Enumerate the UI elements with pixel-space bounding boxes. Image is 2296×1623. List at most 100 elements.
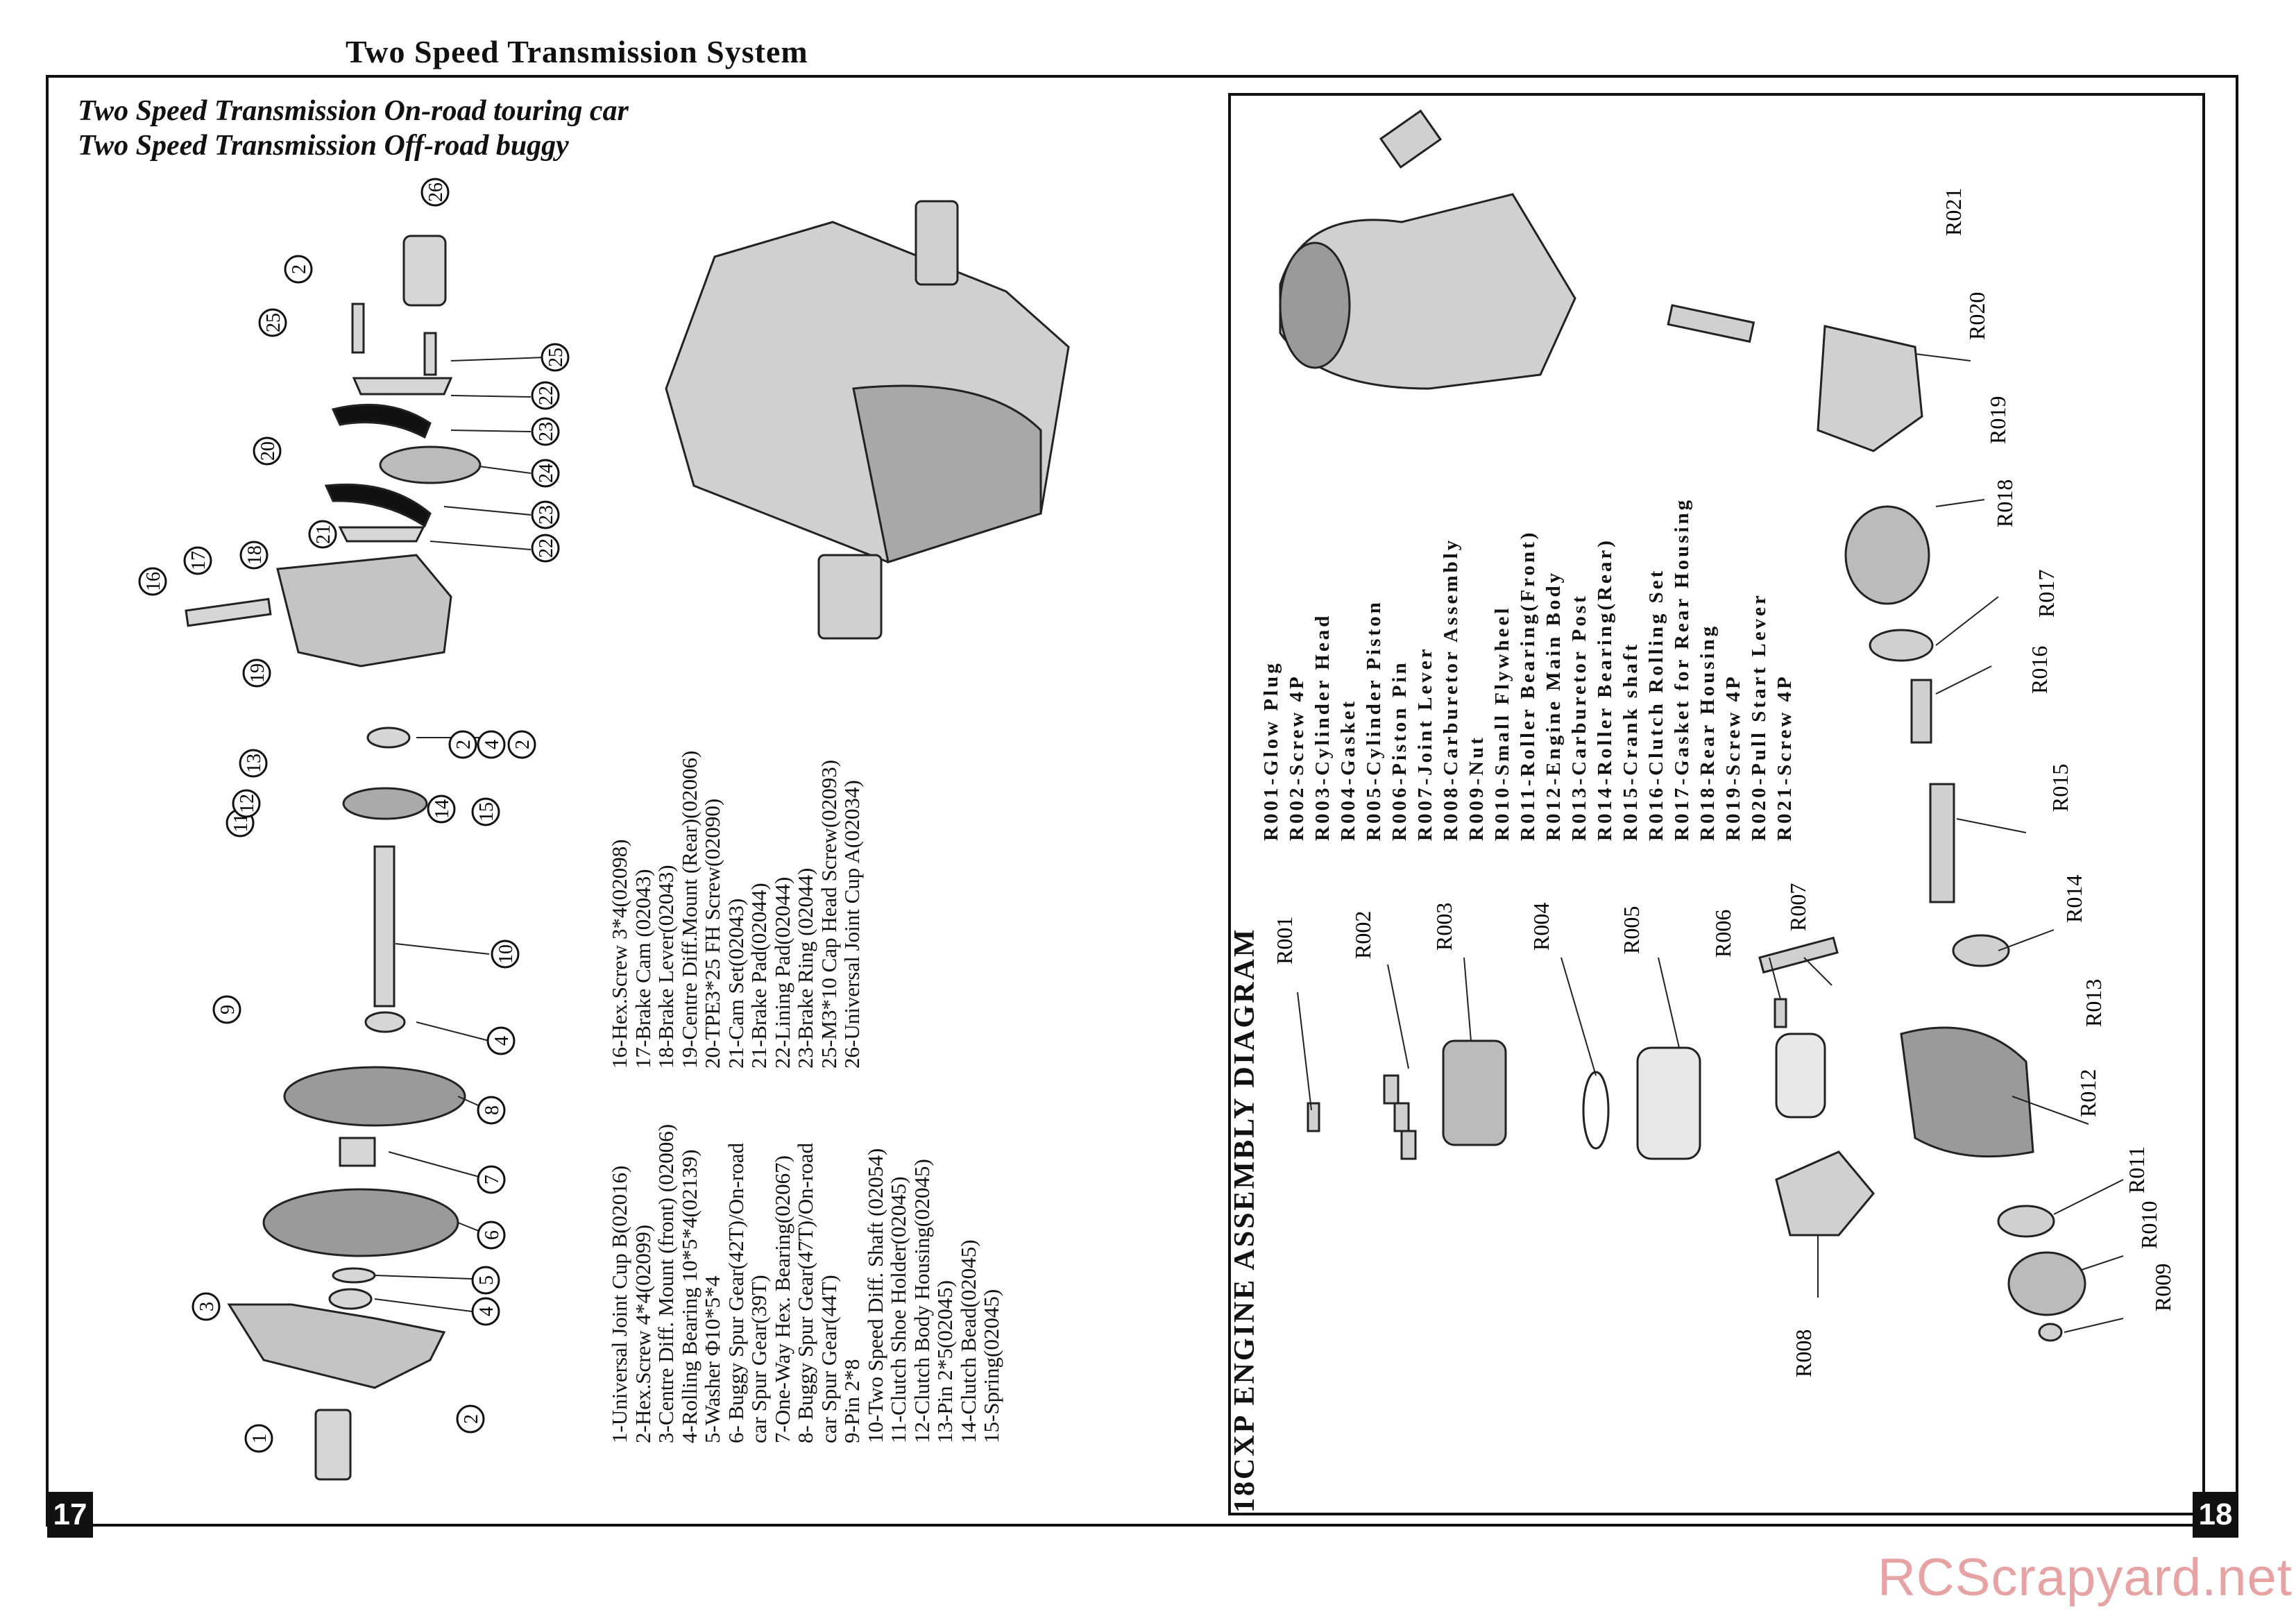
engine-label-r007: R007 (1785, 883, 1810, 931)
svg-text:22: 22 (536, 538, 557, 558)
part-item: 8- Buggy Spur Gear(47T)/On-road (793, 1142, 817, 1443)
svg-text:26: 26 (425, 182, 447, 202)
part-item: 19-Centre Diff.Mount (Rear)(02006) (677, 750, 701, 1069)
rear-housing (1817, 325, 1923, 452)
brake-cam (185, 597, 272, 627)
roller-bearing-rear (1952, 934, 2010, 967)
svg-text:13: 13 (244, 754, 265, 773)
part-item: 16-Hex.Screw 3*4(02098) (607, 839, 631, 1069)
callout-10: 10 (491, 940, 520, 969)
part-item: 13-Pin 2*5(02045) (933, 1280, 957, 1443)
roller-bearing-front (1997, 1205, 2055, 1238)
two-speed-diff-shaft (373, 845, 396, 1008)
callout-8: 8 (477, 1096, 506, 1125)
part-item: 23-Brake Ring (02044) (793, 867, 817, 1069)
part-item: car Spur Gear(44T) (816, 1275, 841, 1443)
assembled-transmission (665, 200, 1070, 640)
part-item: 26-Universal Joint Cup A(02034) (840, 780, 864, 1069)
engine-part-item: R011-Roller Bearing(Front) (1517, 529, 1539, 841)
part-item: 6- Buggy Spur Gear(42T)/On-road (723, 1142, 748, 1443)
cylinder-head (1442, 1039, 1507, 1146)
callout-21: 21 (308, 520, 337, 549)
brake-pad (352, 377, 453, 396)
svg-text:1: 1 (249, 1434, 271, 1443)
watermark: RCScrapyard.net (1878, 1548, 2293, 1607)
part-item: 14-Clutch Bead(02045) (955, 1239, 980, 1443)
pull-start-lever (1667, 304, 1755, 343)
part-item: 15-Spring(02045) (979, 1289, 1003, 1443)
callout-23: 23 (531, 417, 560, 446)
engine-part-item: R016-Clutch Rolling Set (1645, 568, 1667, 841)
engine-label-r018: R018 (1992, 479, 2017, 527)
svg-text:3: 3 (196, 1302, 218, 1311)
callout-2: 2 (456, 1404, 485, 1434)
engine-label-r013: R013 (2081, 979, 2106, 1027)
cylinder-piston-b (1775, 1033, 1826, 1119)
clutch-rolling-set (1910, 679, 1932, 744)
callout-2: 2 (284, 255, 313, 284)
engine-label-r001: R001 (1272, 917, 1297, 965)
centre-diff-mount-rear (276, 554, 452, 668)
svg-text:23: 23 (536, 505, 557, 525)
parts-list-primary: 1-Universal Joint Cup B(02016) 2-Hex.Scr… (607, 1124, 1003, 1443)
engine-part-item: R002-Screw 4P (1286, 674, 1308, 841)
callout-24: 24 (531, 459, 560, 488)
engine-label-r016: R016 (2027, 646, 2052, 694)
part-item: 21-Brake Pad(02044) (747, 883, 771, 1069)
subtitle-offroad: Two Speed Transmission Off-road buggy (78, 130, 569, 162)
callout-1: 1 (244, 1424, 273, 1453)
engine-part-item: R020-Pull Start Lever (1748, 593, 1770, 841)
callout-16: 16 (138, 567, 167, 596)
part-item: 22-Lining Pad(02044) (769, 876, 794, 1069)
engine-part-item: R003-Cylinder Head (1311, 613, 1334, 841)
brake-pad (338, 526, 425, 543)
engine-part-item: R010-Small Flywheel (1491, 605, 1513, 841)
parts-list-secondary: 16-Hex.Screw 3*4(02098) 17-Brake Cam (02… (607, 750, 864, 1069)
svg-text:4: 4 (491, 1036, 513, 1046)
engine-label-r008: R008 (1791, 1329, 1816, 1377)
callout-18: 18 (239, 541, 269, 570)
engine-label-r021: R021 (1941, 188, 1966, 236)
svg-text:5: 5 (476, 1275, 498, 1285)
callout-2: 2 (507, 730, 536, 759)
engine-part-item: R019-Screw 4P (1722, 674, 1744, 841)
svg-text:8: 8 (482, 1105, 503, 1115)
rolling-bearing (364, 1011, 406, 1033)
engine-label-r020: R020 (1964, 292, 1989, 340)
engine-label-r014: R014 (2061, 875, 2086, 923)
part-item: 18-Brake Lever(02043) (654, 865, 678, 1069)
svg-text:21: 21 (313, 525, 334, 544)
svg-text:7: 7 (482, 1175, 503, 1184)
svg-text:25: 25 (545, 348, 567, 367)
part-item: 10-Two Speed Diff. Shaft (02054) (862, 1148, 887, 1443)
part-item: 17-Brake Cam (02043) (630, 869, 655, 1069)
callout-22: 22 (531, 381, 560, 410)
nut (2038, 1323, 2063, 1342)
svg-text:2: 2 (461, 1414, 482, 1424)
svg-text:15: 15 (476, 802, 498, 822)
callout-4: 4 (471, 1297, 500, 1326)
callout-9: 9 (212, 995, 241, 1024)
svg-text:2: 2 (453, 740, 475, 749)
svg-text:18: 18 (244, 545, 266, 565)
leader-lines (374, 353, 2124, 1333)
callout-5: 5 (471, 1266, 500, 1295)
engine-part-item: R004-Gasket (1337, 698, 1359, 841)
callout-15: 15 (471, 797, 500, 826)
part-item: 1-Universal Joint Cup B(02016) (607, 1165, 631, 1443)
engine-part-item: R014-Roller Bearing(Rear) (1594, 538, 1616, 841)
callout-14: 14 (427, 794, 456, 824)
engine-part-item: R008-Carburetor Assembly (1440, 537, 1462, 841)
subtitle-onroad: Two Speed Transmission On-road touring c… (78, 95, 629, 127)
part-item: 9-Pin 2*8 (840, 1359, 864, 1443)
engine-part-item: R021-Screw 4P (1774, 674, 1796, 841)
engine-label-r003: R003 (1431, 903, 1456, 951)
svg-text:2: 2 (289, 264, 310, 274)
callout-20: 20 (253, 436, 282, 466)
engine-main-body (1900, 1026, 2034, 1158)
svg-text:2: 2 (512, 740, 534, 749)
engine-part-item: R015-Crank shaft (1619, 641, 1642, 841)
svg-text:4: 4 (476, 1307, 498, 1316)
crank-shaft (1929, 783, 1955, 903)
